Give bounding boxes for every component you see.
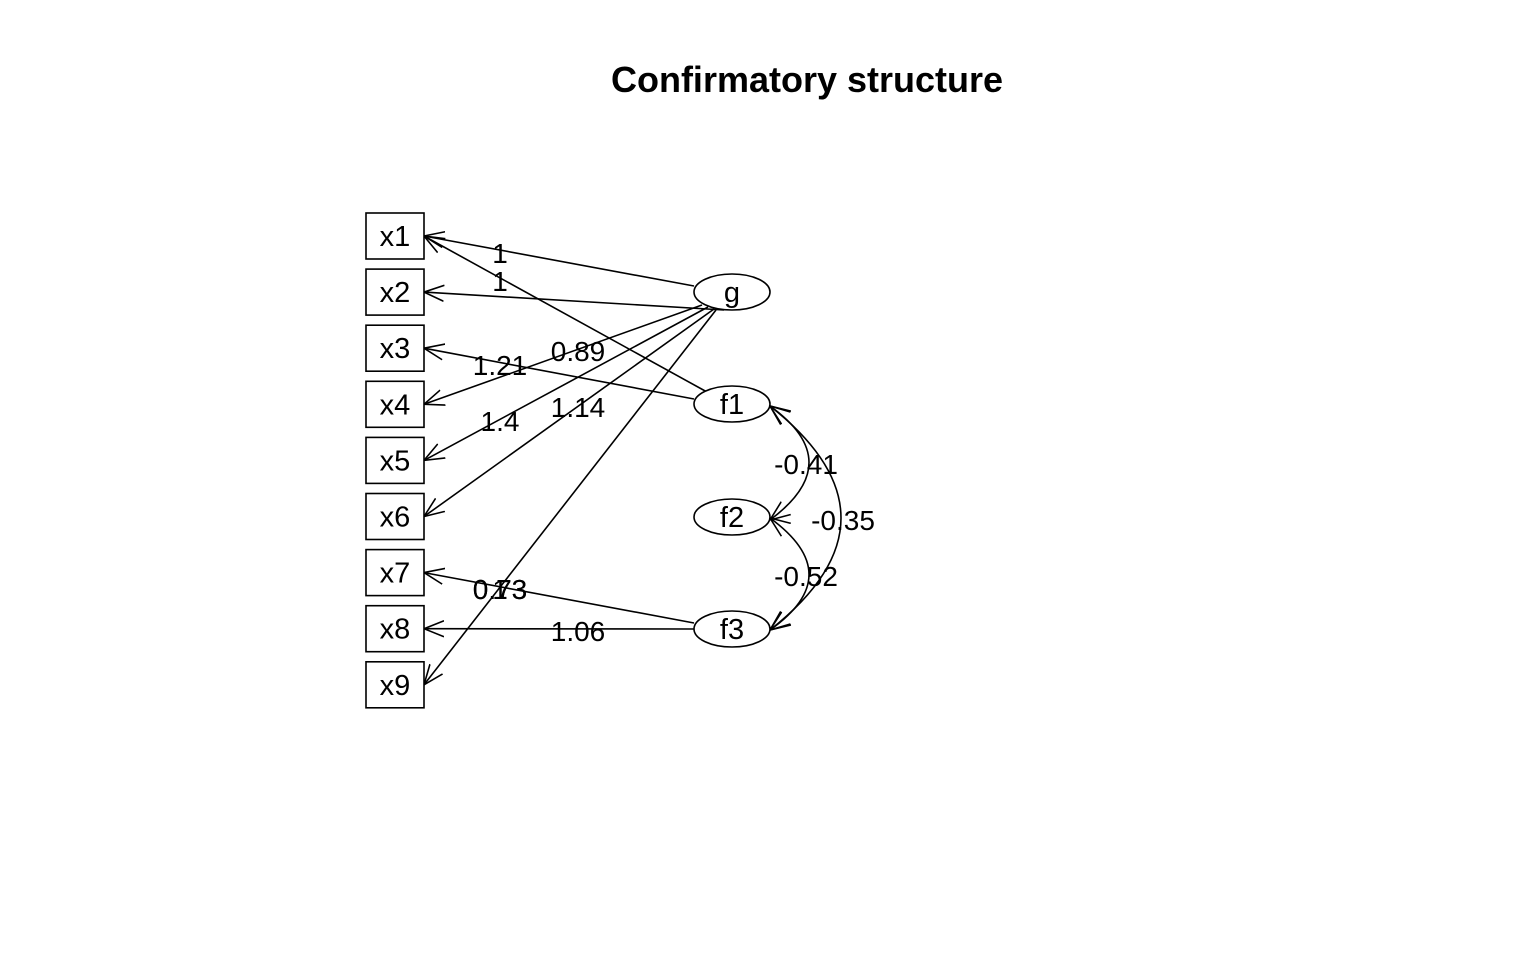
loading-arrow-g-x4 <box>424 304 703 404</box>
latent-node-f2: f2 <box>693 498 771 536</box>
loading-arrow-g-x5 <box>424 306 709 460</box>
latent-oval <box>693 385 771 423</box>
latent-oval <box>693 610 771 648</box>
loading-arrow-f1-x1 <box>424 236 708 393</box>
observed-node-x9: x9 <box>365 660 425 709</box>
latent-node-g: g <box>693 273 771 311</box>
observed-node-x7: x7 <box>365 548 425 597</box>
observed-label: x8 <box>380 614 411 646</box>
observed-node-x3: x3 <box>365 324 425 373</box>
loading-label-g-x5: 1.14 <box>551 392 606 423</box>
observed-label: x3 <box>380 333 411 365</box>
observed-box <box>365 660 425 709</box>
observed-node-x5: x5 <box>365 436 425 485</box>
observed-box <box>365 604 425 653</box>
loading-arrow-g-x9 <box>424 309 717 685</box>
covariance-label-f1-f2: -0.41 <box>774 449 838 480</box>
observed-box <box>365 548 425 597</box>
loading-label-g-x9: 0.73 <box>473 574 528 605</box>
loading-label-g-x6: 0.73 <box>473 574 528 605</box>
latent-label: f1 <box>720 389 744 421</box>
latent-node-f1: f1 <box>693 385 771 423</box>
observed-node-x8: x8 <box>365 604 425 653</box>
observed-node-x2: x2 <box>365 268 425 316</box>
observed-box <box>365 436 425 485</box>
latent-label: f3 <box>720 614 744 646</box>
covariance-label-f1-f3: -0.35 <box>811 505 875 536</box>
latent-node-f3: f3 <box>693 610 771 648</box>
latent-label: f2 <box>720 502 744 534</box>
loading-label-f3-x8: 1.06 <box>551 616 606 647</box>
loading-arrow-g-x2 <box>424 292 725 311</box>
edges-layer <box>424 236 842 685</box>
nodes-layer: x1 x2 x3 x4 x5 x6 x7 x8 x9 g f1 f2 f3 <box>365 212 771 709</box>
loading-label-g-x1: 1 <box>492 238 508 269</box>
loading-label-f3-x7: 1 <box>492 574 508 605</box>
diagram-title: Confirmatory structure <box>611 59 1003 100</box>
observed-node-x4: x4 <box>365 380 425 429</box>
observed-box <box>365 212 425 260</box>
loading-arrow-g-x1 <box>424 236 695 287</box>
loading-arrow-f3-x7 <box>424 573 695 624</box>
observed-box <box>365 268 425 316</box>
observed-label: x5 <box>380 445 411 477</box>
loading-arrow-f1-x3 <box>424 348 695 400</box>
observed-box <box>365 380 425 429</box>
loading-label-f1-x1: 1 <box>492 266 508 297</box>
latent-label: g <box>724 277 740 309</box>
observed-box <box>365 492 425 541</box>
observed-label: x4 <box>380 389 411 421</box>
observed-label: x1 <box>380 221 411 253</box>
covariance-curve-f1-f3 <box>770 406 842 630</box>
latent-oval <box>693 498 771 536</box>
loading-label-g-x2: 0.89 <box>551 336 606 367</box>
observed-label: x7 <box>380 558 411 590</box>
loading-label-g-x4: 1.4 <box>481 406 520 437</box>
latent-oval <box>693 273 771 311</box>
covariance-label-f2-f3: -0.52 <box>774 561 838 592</box>
loading-label-f1-x3: 1.21 <box>473 350 528 381</box>
observed-label: x9 <box>380 670 411 702</box>
observed-box <box>365 324 425 373</box>
loading-arrow-g-x6 <box>424 308 715 517</box>
observed-node-x6: x6 <box>365 492 425 541</box>
observed-label: x2 <box>380 277 411 309</box>
observed-label: x6 <box>380 502 411 534</box>
observed-node-x1: x1 <box>365 212 425 260</box>
